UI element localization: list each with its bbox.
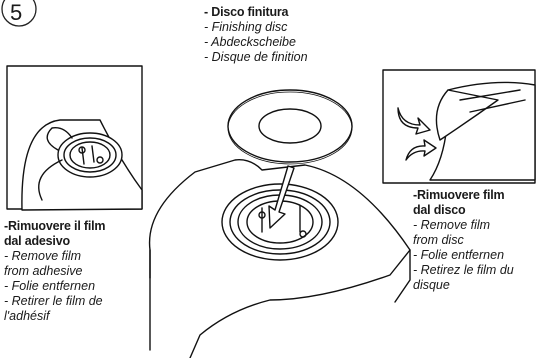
remove-adhesive-line-5: l'adhésif — [4, 309, 50, 323]
remove-disc-line-5: disque — [413, 278, 450, 292]
finishing-disc-en: - Finishing disc — [204, 20, 288, 34]
remove-adhesive-line-4: - Retirer le film de — [4, 294, 103, 308]
remove-from-adhesive-label: -Rimuovere il film dal adesivo - Remove … — [4, 219, 154, 324]
insert-arrow — [268, 165, 295, 229]
remove-adhesive-title-2: dal adesivo — [4, 234, 70, 248]
film-removal-drawing — [397, 81, 536, 181]
finishing-disc-title: - Disco finitura — [204, 5, 289, 19]
step-badge-circle — [1, 0, 37, 27]
remove-disc-line-1: - Remove film — [413, 218, 491, 232]
remove-adhesive-line-1: - Remove film — [4, 249, 82, 263]
adhesive-detail-drawing — [21, 119, 143, 211]
remove-disc-line-4: - Retirez le film du — [413, 263, 514, 277]
finishing-disc-de: - Abdeckscheibe — [204, 35, 296, 49]
remove-adhesive-line-2: from adhesive — [4, 264, 83, 278]
remove-disc-title-2: dal disco — [413, 203, 466, 217]
remove-disc-title-1: -Rimuovere film — [413, 188, 505, 202]
remove-disc-line-2: from disc — [413, 233, 464, 247]
remove-adhesive-title-1: -Rimuovere il film — [4, 219, 106, 233]
remove-adhesive-line-3: - Folie entfernen — [4, 279, 96, 293]
finishing-disc-label: - Disco finitura - Finishing disc - Abde… — [204, 5, 308, 65]
remove-from-disc-label: -Rimuovere film dal disco - Remove film … — [413, 188, 543, 293]
step-number: 5 — [10, 0, 23, 25]
base-block-drawing — [148, 159, 411, 358]
finishing-disc-drawing — [227, 89, 353, 165]
remove-disc-line-3: - Folie entfernen — [413, 248, 505, 262]
finishing-disc-fr: - Disque de finition — [204, 50, 308, 64]
